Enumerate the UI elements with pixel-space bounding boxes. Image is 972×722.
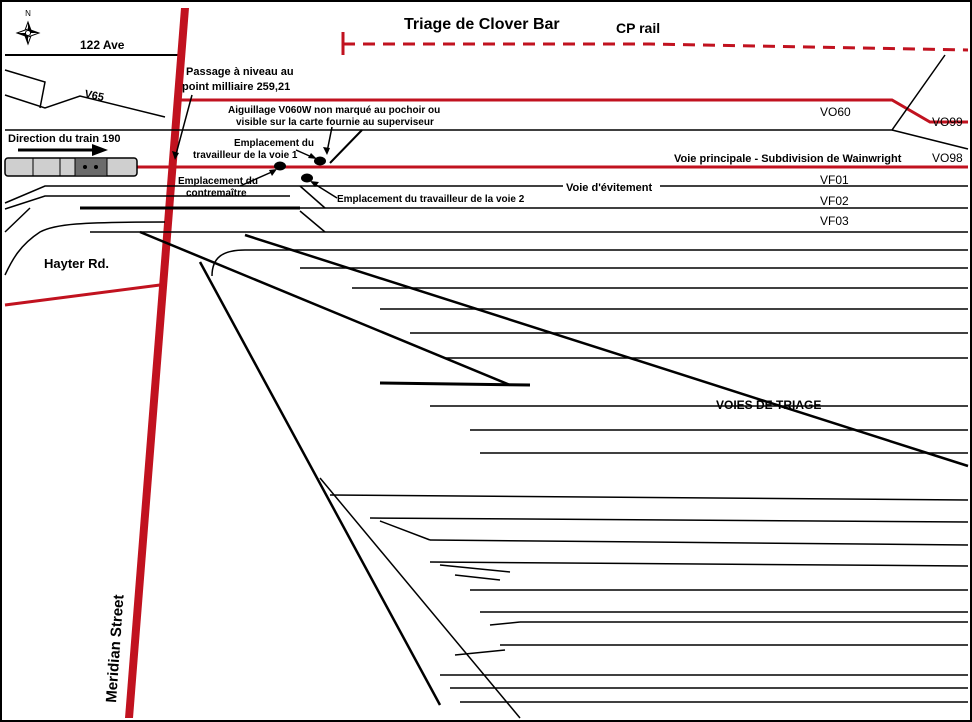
marker-worker-2 <box>301 173 313 183</box>
yard-track <box>454 649 506 656</box>
label-vf03: VF03 <box>820 214 849 228</box>
yard-ladder-2 <box>198 261 442 706</box>
track-vf02-switch <box>299 185 326 209</box>
track-v65-b <box>4 94 166 118</box>
label-siding: Voie d'évitement <box>566 182 652 194</box>
label-foreman-1: Emplacement du <box>178 176 258 187</box>
label-vf01: VF01 <box>820 173 849 187</box>
yard-track <box>489 621 521 626</box>
label-switch-2: visible sur la carte fournie au supervis… <box>236 117 434 128</box>
hayter-road <box>4 283 161 307</box>
label-yard: VOIES DE TRIAGE <box>716 398 821 412</box>
track-vf01 <box>4 185 968 204</box>
yard-track <box>329 494 969 501</box>
switch-v060w <box>329 129 363 164</box>
yard-ladder-1 <box>139 230 511 387</box>
train-icon <box>4 157 138 177</box>
marker-worker-1 <box>314 156 326 166</box>
yard-track <box>429 539 969 546</box>
label-hayter-road: Hayter Rd. <box>44 256 109 271</box>
label-foreman-2: contremaître <box>186 188 247 199</box>
label-v65: V65 <box>83 88 105 104</box>
label-crossing-1: Passage à niveau au <box>186 66 294 78</box>
label-worker1-2: travailleur de la voie 1 <box>193 150 298 161</box>
label-meridian-street: Meridian Street <box>103 594 128 703</box>
cp-rail <box>343 42 969 52</box>
yard-ladder-4 <box>319 477 521 719</box>
track-vf03-switch <box>299 210 326 233</box>
annotation-arrowheads <box>172 147 330 187</box>
yard-track <box>454 574 501 581</box>
title-clover-bar: Triage de Clover Bar <box>404 16 560 33</box>
hayter-road-edge <box>4 221 166 276</box>
track-vo99 <box>891 129 969 150</box>
label-122-ave: 122 Ave <box>80 38 125 52</box>
yard-track <box>439 564 511 573</box>
yard-track <box>369 517 969 523</box>
yard-track-0 <box>211 249 968 277</box>
track-vo99-branch <box>5 54 946 131</box>
yard-ladder-3 <box>244 233 969 468</box>
marker-foreman <box>274 161 286 171</box>
track-vo60 <box>180 98 968 124</box>
label-vo99: VO99 <box>932 115 963 129</box>
compass-north-label: N <box>25 9 31 18</box>
track-siding-left <box>4 195 290 210</box>
label-train-direction: Direction du train 190 <box>8 133 120 145</box>
yard-tracks-lower <box>329 494 969 703</box>
label-switch-1: Aiguillage V060W non marqué au pochoir o… <box>228 105 440 116</box>
siding-label-bg <box>563 180 660 193</box>
compass-rose-icon: N <box>15 9 41 46</box>
label-main-track: Voie principale - Subdivision de Wainwri… <box>674 153 902 165</box>
label-crossing-2: point milliaire 259,21 <box>182 81 290 93</box>
label-worker2: Emplacement du travailleur de la voie 2 <box>337 194 525 205</box>
yard-tracks-upper <box>300 267 968 454</box>
track-lead-left <box>4 207 31 233</box>
label-vo98: VO98 <box>932 151 963 165</box>
label-worker1-1: Emplacement du <box>234 138 314 149</box>
label-vf02: VF02 <box>820 194 849 208</box>
label-cp-rail: CP rail <box>616 20 660 36</box>
direction-arrow-head <box>92 144 108 156</box>
yard-stub <box>379 381 531 387</box>
label-vo60: VO60 <box>820 105 851 119</box>
yard-track <box>379 520 431 541</box>
track-v65-a <box>4 69 46 109</box>
yard-track <box>429 561 969 567</box>
